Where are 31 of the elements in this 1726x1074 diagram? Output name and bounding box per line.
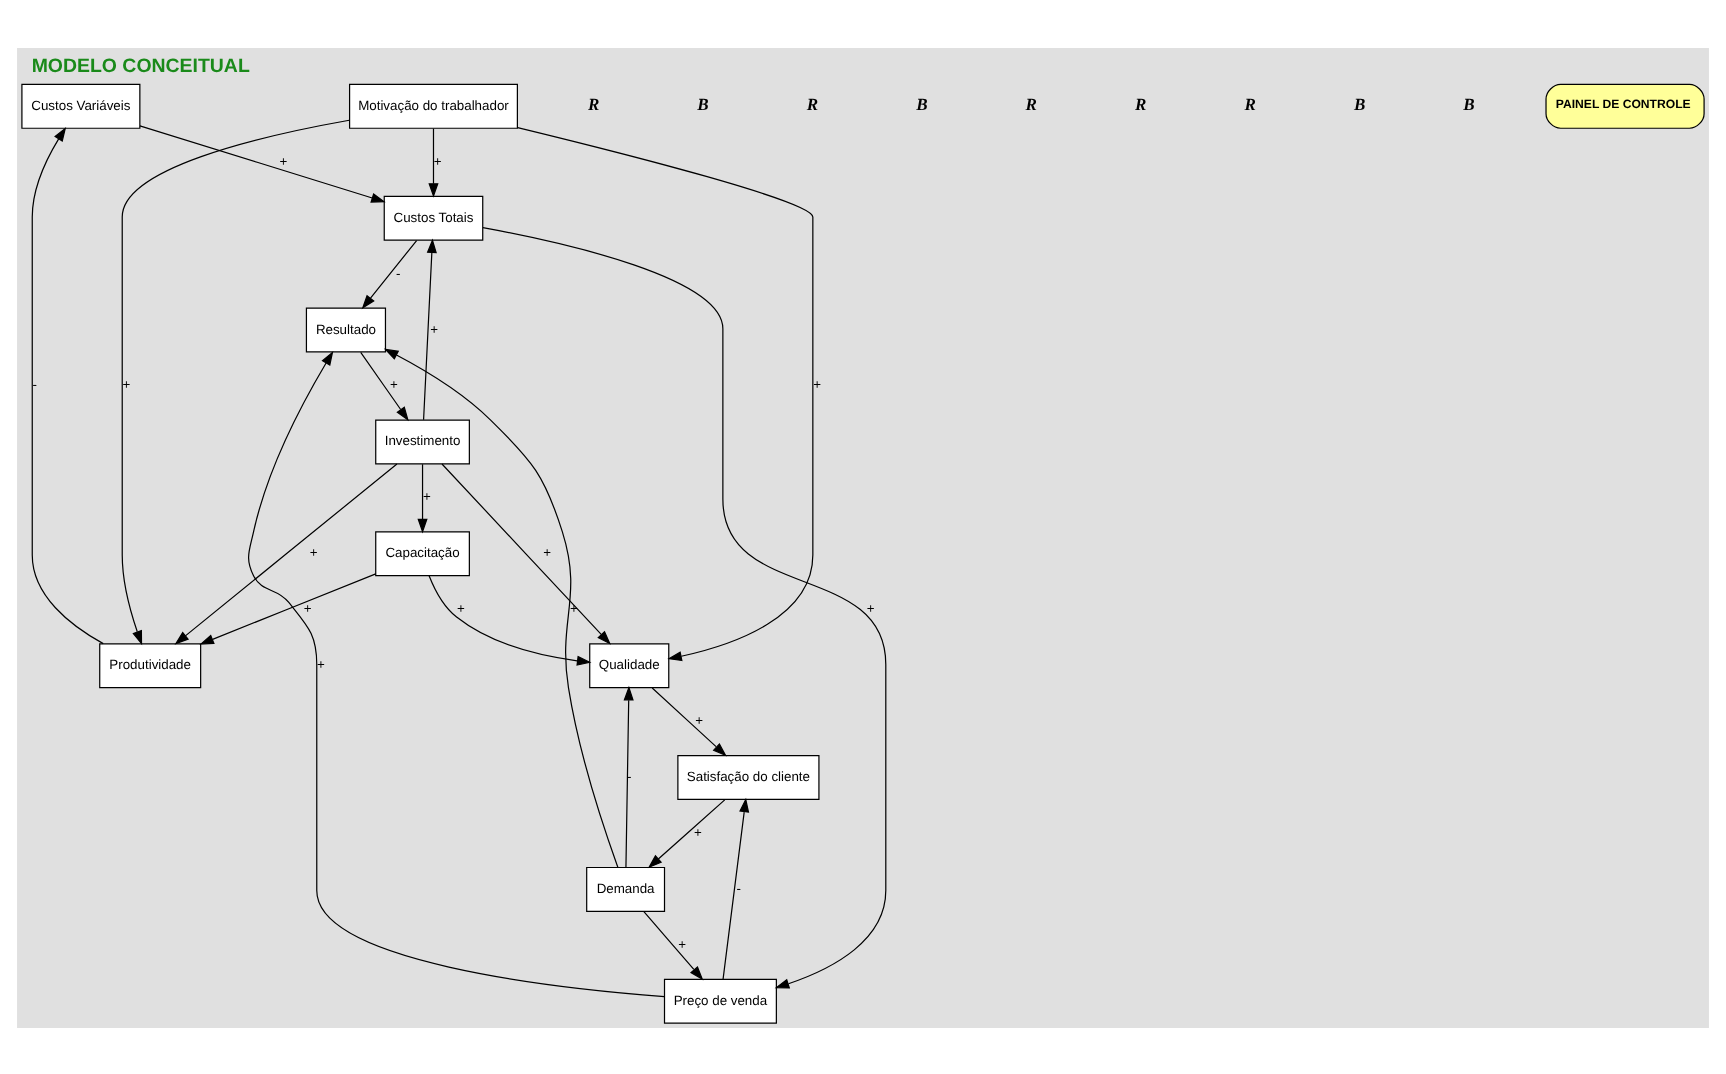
label: R [1244,92,1256,113]
arrow [651,686,727,756]
arrow [623,684,634,867]
arrow [647,798,726,868]
arrow [422,237,437,420]
arrow [517,126,814,661]
label: R [1025,92,1037,113]
label: R [587,92,600,113]
arrow [643,910,704,980]
arrow [31,126,104,644]
diagram-title: MODELO CONCEITUAL [31,55,250,78]
label: B [1463,92,1475,113]
arrow [428,574,592,665]
arrow [361,238,418,309]
arrow [482,226,887,988]
label: R [1135,92,1147,113]
arrow [428,127,439,197]
label: B [697,92,709,113]
arrow [174,462,398,644]
label: B [1353,92,1366,113]
arrow [417,462,428,533]
arrow [383,347,619,868]
arrow [139,124,386,202]
arrow [248,349,665,997]
arrow [722,796,750,979]
arrow [121,118,350,645]
arrow [441,462,611,644]
label: R [806,92,819,113]
arrow [360,350,409,421]
label: B [916,92,928,113]
arrow [199,572,377,644]
